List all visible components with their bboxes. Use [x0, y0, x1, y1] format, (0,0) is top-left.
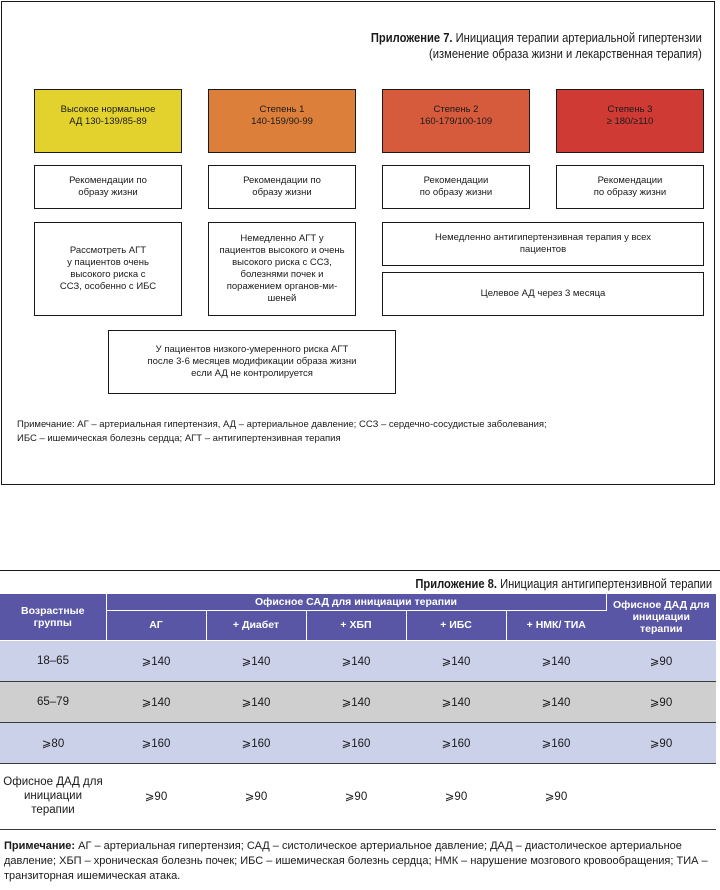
dad-cell: ⩾90	[606, 640, 716, 682]
low-risk-box: У пациентов низкого-умеренного риска АГТ…	[108, 330, 396, 394]
value-cell: ⩾140	[506, 640, 606, 682]
value-cell: ⩾90	[306, 763, 406, 830]
value-cell: ⩾90	[506, 763, 606, 830]
table-row: Офисное ДАД для инициации терапии ⩾90 ⩾9…	[0, 763, 716, 830]
appendix-7-title: Приложение 7. Инициация терапии артериал…	[371, 30, 702, 62]
value-cell: ⩾160	[206, 722, 306, 764]
table-row: ⩾80 ⩾160 ⩾160 ⩾160 ⩾160 ⩾160 ⩾90	[0, 722, 716, 764]
age-group-cell: Офисное ДАД для инициации терапии	[0, 763, 106, 830]
note-line: ИБС – ишемическая болезнь сердца; АГТ – …	[17, 433, 341, 444]
value-cell: ⩾160	[306, 722, 406, 764]
category-label: Высокое нормальное АД 130-139/85-89	[60, 104, 156, 127]
category-label: Степень 2 160-179/100-109	[419, 104, 493, 127]
appendix-8-number: Приложение 8.	[415, 576, 497, 591]
value-cell: ⩾90	[106, 763, 206, 830]
appendix-8-rule	[0, 570, 720, 571]
category-label: Степень 1 140-159/90-99	[251, 104, 313, 127]
therapy-initiation-table: Возрастные группы Офисное САД для инициа…	[0, 594, 716, 830]
target-bp-text: Целевое АД через 3 месяца	[480, 288, 606, 299]
appendix-8-title-text: Инициация антигипертензивной терапии	[499, 576, 712, 591]
target-bp-box: Целевое АД через 3 месяца	[382, 272, 704, 316]
dad-cell: ⩾90	[606, 681, 716, 723]
header-stroke-tia: + НМК/ ТИА	[506, 610, 606, 641]
value-cell: ⩾160	[106, 722, 206, 764]
header-diabetes: + Диабет	[206, 610, 307, 641]
note-line: Примечание: АГ – артериальная гипертензи…	[17, 419, 547, 430]
appendix-7-title-line1: Инициация терапии артериальной гипертенз…	[455, 30, 702, 45]
immediate-high-risk-box: Немедленно АГТ у пациентов высокого и оч…	[208, 222, 356, 316]
note-label: Примечание:	[4, 840, 76, 852]
appendix-7-note: Примечание: АГ – артериальная гипертензи…	[17, 418, 547, 446]
category-high-normal: Высокое нормальное АД 130-139/85-89	[34, 89, 182, 153]
value-cell: ⩾140	[206, 681, 306, 723]
table-row: 18–65 ⩾140 ⩾140 ⩾140 ⩾140 ⩾140 ⩾90	[0, 640, 716, 682]
lifestyle-text: Рекомендации по образу жизни	[419, 175, 493, 198]
header-dad-group: Офисное ДАД для инициации терапии	[606, 594, 716, 641]
header-ihd: + ИБС	[406, 610, 507, 641]
table-row: 65–79 ⩾140 ⩾140 ⩾140 ⩾140 ⩾140 ⩾90	[0, 681, 716, 723]
appendix-8-title: Приложение 8. Инициация антигипертензивн…	[415, 576, 712, 592]
appendix-7-title-line2: (изменение образа жизни и лекарственная …	[429, 46, 702, 61]
low-risk-text: У пациентов низкого-умеренного риска АГТ…	[147, 344, 357, 379]
value-cell: ⩾140	[506, 681, 606, 723]
consider-therapy-text: Рассмотреть АГТ у пациентов очень высоко…	[59, 245, 157, 292]
consider-therapy-box: Рассмотреть АГТ у пациентов очень высоко…	[34, 222, 182, 316]
lifestyle-box-3: Рекомендации по образу жизни	[382, 165, 530, 209]
lifestyle-box-4: Рекомендации по образу жизни	[556, 165, 704, 209]
header-ag: АГ	[106, 610, 207, 641]
dad-cell	[606, 763, 716, 830]
value-cell: ⩾140	[206, 640, 306, 682]
value-cell: ⩾140	[106, 640, 206, 682]
note-text: АГ – артериальная гипертензия; САД – сис…	[4, 840, 708, 882]
value-cell: ⩾140	[306, 681, 406, 723]
age-group-cell: 18–65	[0, 640, 106, 682]
immediate-high-risk-text: Немедленно АГТ у пациентов высокого и оч…	[219, 233, 345, 304]
lifestyle-text: Рекомендации по образу жизни	[69, 175, 147, 198]
header-age-groups: Возрастные группы	[0, 594, 107, 641]
value-cell: ⩾140	[106, 681, 206, 723]
category-grade-3: Степень 3 ≥ 180/≥110	[556, 89, 704, 153]
age-group-cell: ⩾80	[0, 722, 106, 764]
immediate-all-box: Немедленно антигипертензивная терапия у …	[382, 222, 704, 266]
value-cell: ⩾140	[406, 640, 506, 682]
value-cell: ⩾160	[506, 722, 606, 764]
category-grade-2: Степень 2 160-179/100-109	[382, 89, 530, 153]
value-cell: ⩾160	[406, 722, 506, 764]
value-cell: ⩾140	[306, 640, 406, 682]
lifestyle-text: Рекомендации по образу жизни	[243, 175, 321, 198]
header-ckd: + ХБП	[306, 610, 407, 641]
dad-cell: ⩾90	[606, 722, 716, 764]
category-label: Степень 3 ≥ 180/≥110	[606, 104, 654, 127]
header-sad-group: Офисное САД для инициации терапии	[106, 594, 607, 611]
age-group-cell: 65–79	[0, 681, 106, 723]
lifestyle-box-1: Рекомендации по образу жизни	[34, 165, 182, 209]
value-cell: ⩾90	[406, 763, 506, 830]
appendix-7-number: Приложение 7.	[371, 30, 453, 45]
value-cell: ⩾140	[406, 681, 506, 723]
lifestyle-box-2: Рекомендации по образу жизни	[208, 165, 356, 209]
appendix-8-note: Примечание: АГ – артериальная гипертензи…	[4, 839, 716, 884]
lifestyle-text: Рекомендации по образу жизни	[593, 175, 667, 198]
immediate-all-text: Немедленно антигипертензивная терапия у …	[434, 232, 652, 255]
category-grade-1: Степень 1 140-159/90-99	[208, 89, 356, 153]
appendix-7-panel: Приложение 7. Инициация терапии артериал…	[1, 1, 715, 485]
value-cell: ⩾90	[206, 763, 306, 830]
